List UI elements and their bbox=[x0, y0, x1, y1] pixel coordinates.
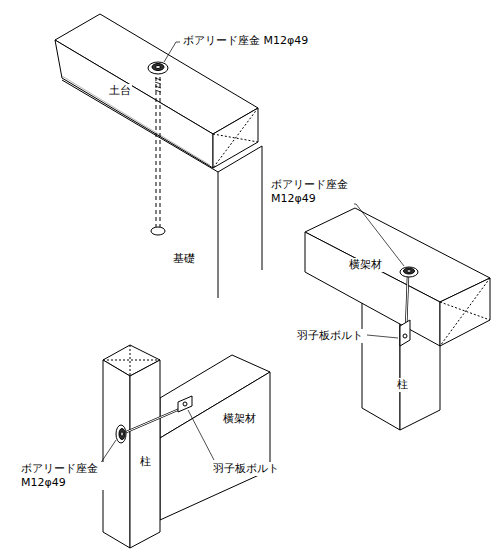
washer bbox=[400, 267, 418, 277]
part-label: 土台 bbox=[108, 84, 132, 98]
part-label: 柱 bbox=[139, 455, 152, 469]
part-label: ボアリード座金 M12φ49 bbox=[270, 178, 354, 206]
part-label: 横架材 bbox=[348, 258, 383, 272]
column-beam-figure bbox=[88, 345, 270, 548]
hanegoita-plate bbox=[178, 396, 192, 412]
leader-line bbox=[350, 204, 404, 266]
part-label: ボアリード座金 M12φ49 bbox=[20, 462, 104, 490]
part-label: 羽子板ボルト bbox=[212, 462, 280, 476]
beam-front-face bbox=[160, 372, 270, 520]
hanegoita-plate bbox=[400, 320, 410, 346]
part-label: 基礎 bbox=[172, 252, 196, 266]
sill-end-face bbox=[213, 108, 258, 168]
part-label: 羽子板ボルト bbox=[296, 329, 364, 343]
leader-line bbox=[188, 410, 214, 460]
leader-line bbox=[367, 335, 398, 338]
part-label: 柱 bbox=[396, 378, 409, 392]
leader-line bbox=[164, 42, 180, 62]
sill-foundation-figure bbox=[55, 14, 262, 298]
part-label: ボアリード座金 M12φ49 bbox=[182, 34, 309, 48]
beam-column-figure bbox=[305, 204, 490, 430]
beam-end-face bbox=[440, 278, 490, 346]
washer bbox=[148, 62, 168, 74]
sill-front-face bbox=[55, 40, 213, 168]
anchor-bolt bbox=[156, 70, 157, 228]
column-right-face bbox=[130, 360, 160, 548]
washer bbox=[116, 425, 126, 443]
part-label: 横架材 bbox=[222, 412, 257, 426]
